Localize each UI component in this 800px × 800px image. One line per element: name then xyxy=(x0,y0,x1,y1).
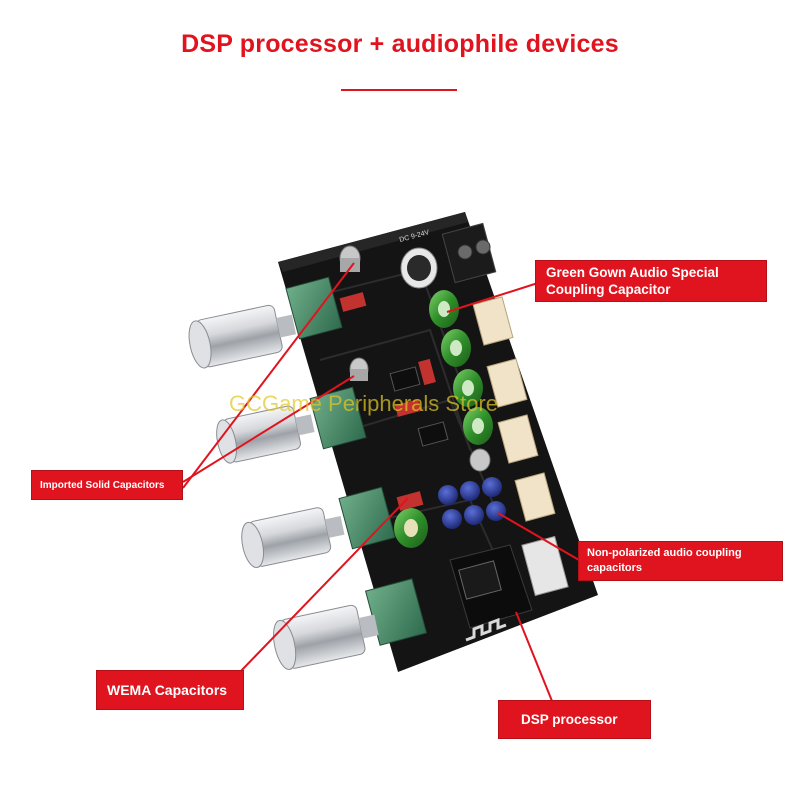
callout-green-gown-capacitor: Green Gown Audio Special Coupling Capaci… xyxy=(535,260,767,302)
wema-capacitors xyxy=(339,292,436,511)
dc-terminal-block xyxy=(441,222,497,284)
non-polarized-capacitors xyxy=(438,477,506,529)
callout-non-polarized-capacitors: Non-polarized audio coupling capacitors xyxy=(578,541,783,581)
callout-text-line1: Non-polarized audio coupling xyxy=(587,547,742,559)
page-title: DSP processor + audiophile devices xyxy=(181,30,619,58)
watermark: GCGame Peripherals Store xyxy=(229,391,498,416)
potentiometers xyxy=(285,276,428,646)
callout-text: Imported Solid Capacitors xyxy=(40,480,165,491)
connectors xyxy=(472,296,569,597)
callout-text-line1: Green Gown Audio Special xyxy=(546,265,719,280)
callout-imported-solid-capacitors: Imported Solid Capacitors xyxy=(31,470,183,500)
callout-text: DSP processor xyxy=(521,712,618,727)
green-capacitors xyxy=(394,290,493,548)
ic-chips xyxy=(389,366,449,447)
solid-capacitors xyxy=(339,245,491,472)
callout-text-line2: capacitors xyxy=(587,562,643,574)
callout-text: WEMA Capacitors xyxy=(107,682,228,698)
callout-lines xyxy=(182,262,580,702)
dsp-module xyxy=(449,544,533,642)
title-underline xyxy=(341,89,457,91)
callout-text-line2: Coupling Capacitor xyxy=(546,282,671,297)
electrolytic-capacitor xyxy=(400,247,438,289)
callout-wema-capacitors: WEMA Capacitors xyxy=(96,670,244,710)
callout-dsp-processor: DSP processor xyxy=(498,700,651,739)
knobs xyxy=(188,304,379,670)
